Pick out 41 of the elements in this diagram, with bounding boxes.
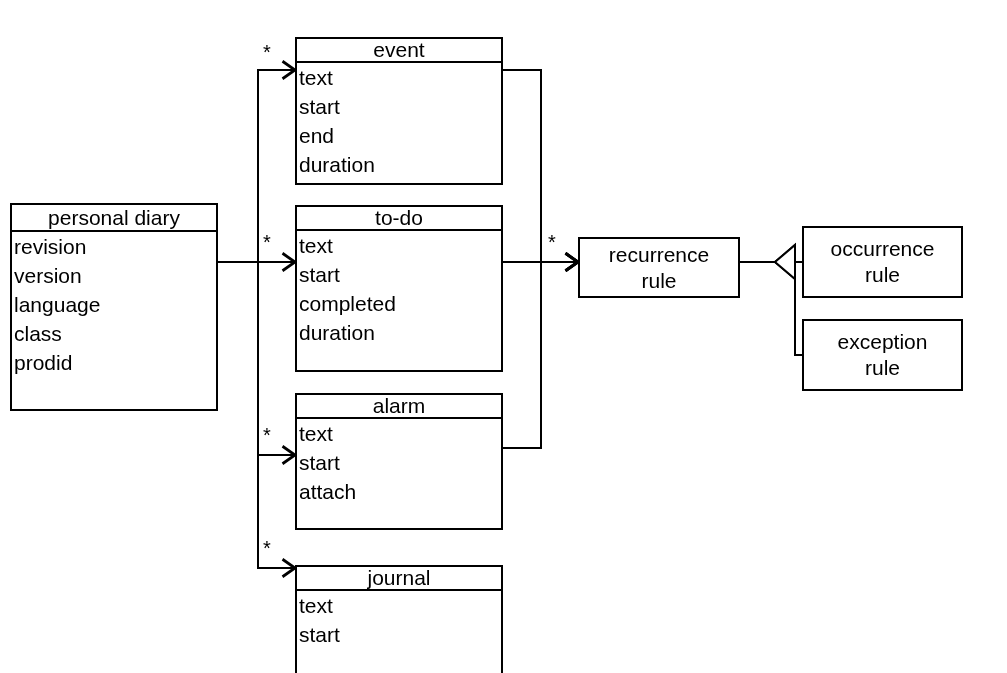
attribute-name: duration <box>298 320 376 346</box>
attribute-name: start <box>298 450 341 476</box>
entity-box <box>802 226 963 298</box>
attribute-name: prodid <box>13 350 74 376</box>
class-name: alarm <box>297 395 501 419</box>
attribute-name: text <box>298 593 334 619</box>
attribute-name: end <box>298 123 336 149</box>
attribute-name: text <box>298 233 334 259</box>
attribute-name: text <box>298 421 334 447</box>
attribute-name: class <box>13 321 63 347</box>
class-box <box>295 565 503 673</box>
multiplicity-label: * <box>548 232 556 252</box>
entity-box <box>578 237 740 298</box>
attribute-name: start <box>298 94 341 120</box>
association-arrow <box>502 251 580 449</box>
attribute-name: version <box>13 263 83 289</box>
class-box <box>295 205 503 372</box>
entity-box <box>802 319 963 391</box>
attribute-name: completed <box>298 291 397 317</box>
attribute-name: text <box>298 65 334 91</box>
entity-name: occurrence rule <box>829 236 936 288</box>
entity-name: exception rule <box>836 329 929 381</box>
attribute-name: start <box>298 622 341 648</box>
class-box <box>10 203 218 411</box>
class-name: journal <box>297 567 501 591</box>
class-name: to-do <box>297 207 501 231</box>
attribute-name: duration <box>298 152 376 178</box>
class-name: personal diary <box>12 205 216 232</box>
entity-name: recurrence rule <box>607 241 711 294</box>
class-box <box>295 393 503 530</box>
attribute-name: start <box>298 262 341 288</box>
multiplicity-label: * <box>263 232 271 252</box>
class-box <box>295 37 503 185</box>
attribute-name: attach <box>298 479 358 505</box>
multiplicity-label: * <box>263 42 271 62</box>
generalization-arrow <box>739 244 803 356</box>
class-name: event <box>297 39 501 63</box>
multiplicity-label: * <box>263 425 271 445</box>
multiplicity-label: * <box>263 538 271 558</box>
attribute-name: language <box>13 292 102 318</box>
attribute-name: revision <box>13 234 88 260</box>
